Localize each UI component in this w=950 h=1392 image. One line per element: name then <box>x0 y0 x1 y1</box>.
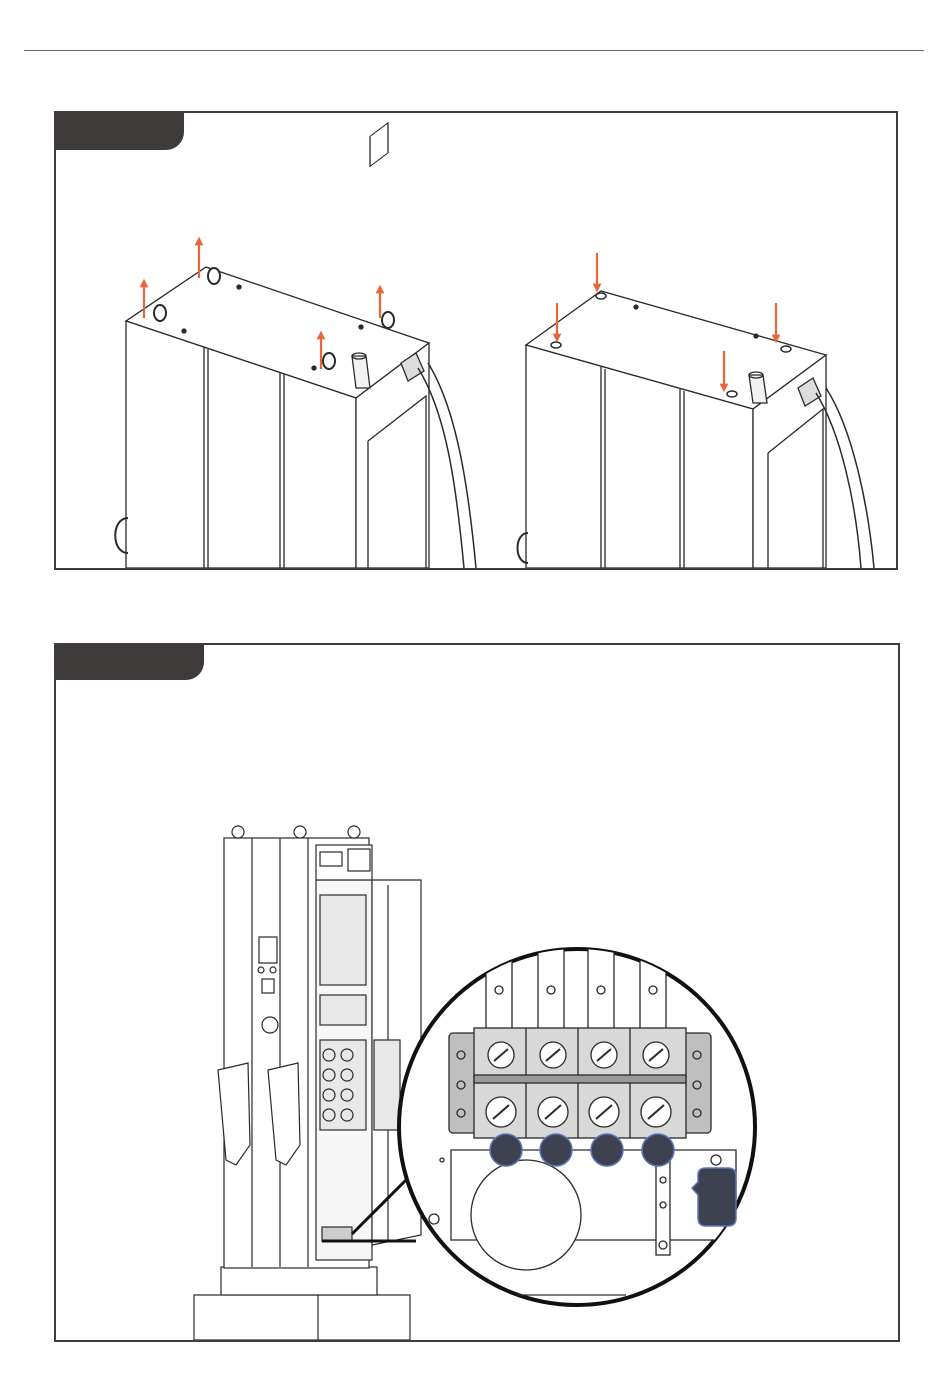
cabinet-with-eyebolts <box>115 123 476 568</box>
charger-cabinet <box>194 826 421 1340</box>
terminal-block-icon <box>449 1028 711 1138</box>
lifting-diagram <box>56 113 896 568</box>
step-panel-top <box>54 111 898 570</box>
ground-callout-marker <box>692 1168 736 1226</box>
header-rule <box>24 50 924 51</box>
wiring-diagram <box>56 645 898 1340</box>
cabinet-installed <box>518 291 875 568</box>
magnifier-circle-icon <box>399 945 755 1305</box>
step-panel-bottom <box>54 643 900 1342</box>
